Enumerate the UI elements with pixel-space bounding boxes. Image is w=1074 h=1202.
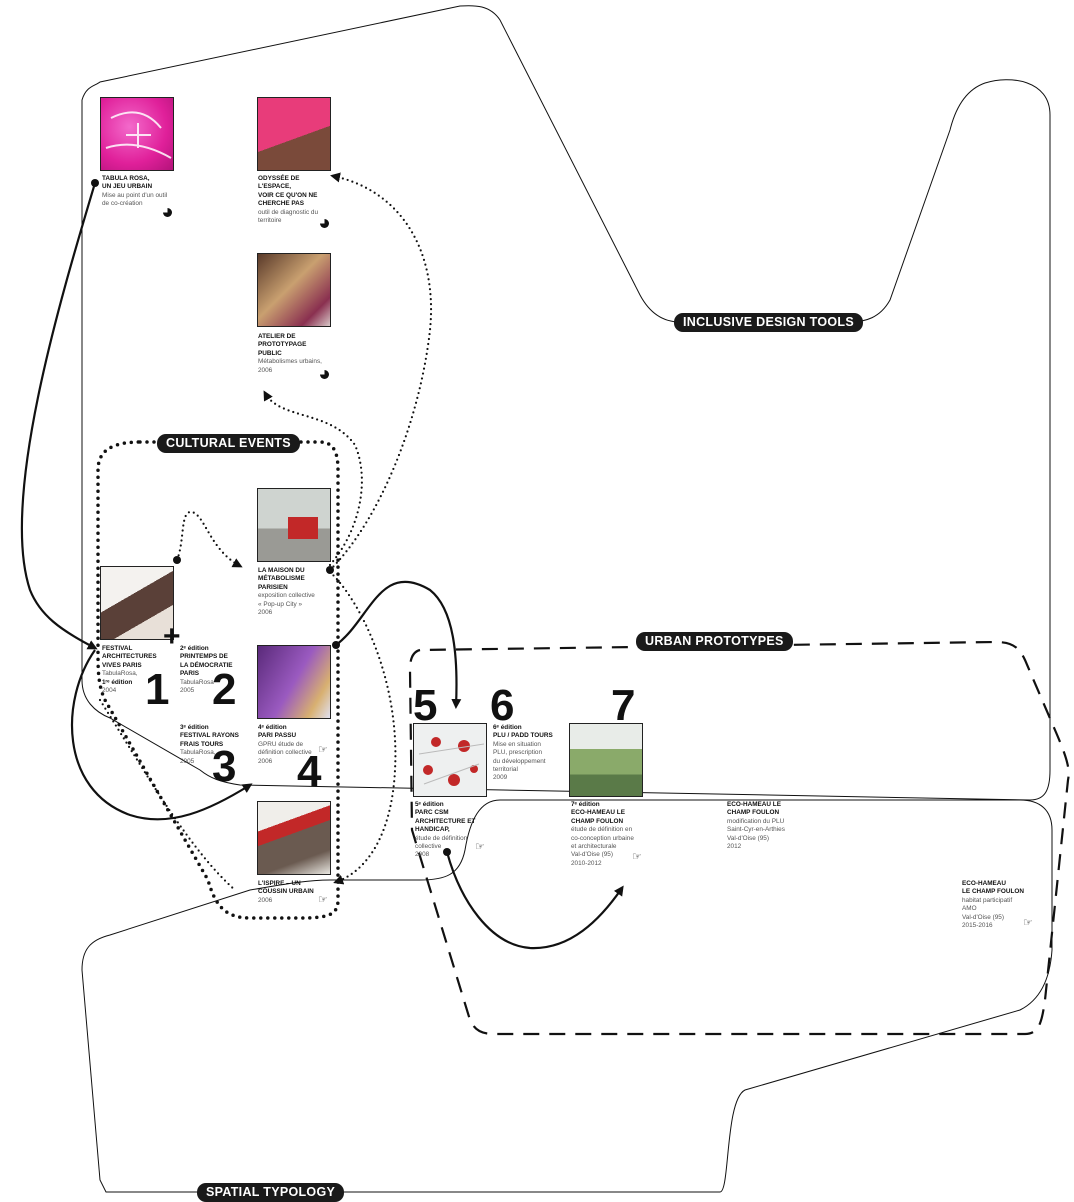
- thumb-lispire: [257, 801, 331, 875]
- pie-icon: [163, 208, 172, 217]
- hand-icon: ☞: [318, 894, 328, 906]
- number-2: 2: [212, 665, 237, 714]
- sub1-festival: TabulaRosa,: [102, 670, 138, 678]
- edition-paripassu: 4ᵉ édition: [258, 724, 287, 731]
- sub-ecohameau7: étude de définition en co-conception urb…: [571, 826, 634, 867]
- edition-festival: 1ʳᵉ édition: [102, 678, 133, 686]
- number-6: 6: [490, 681, 515, 730]
- sub-lispire: 2006: [258, 896, 273, 904]
- caption-maison: LA MAISON DU MÉTABOLISME PARISIEN exposi…: [258, 567, 350, 617]
- label-inclusive-design-tools: INCLUSIVE DESIGN TOOLS: [674, 313, 863, 332]
- sub-paripassu: GPRU étude de définition collective 2006: [258, 740, 312, 765]
- hand-icon: ☞: [1023, 917, 1033, 929]
- arrow-parccsm-eco: [445, 851, 624, 950]
- edition-rayons: 3ᵉ édition: [180, 724, 209, 731]
- hand-icon: ☞: [318, 744, 328, 756]
- thumb-festival: [100, 566, 174, 640]
- sub-odyssee: outil de diagnostic du territoire: [258, 208, 319, 225]
- plus-icon: +: [163, 620, 181, 653]
- edition-plu: 6ᵉ édition: [493, 724, 522, 731]
- caption-ecohameau7: 7ᵉ édition ECO-HAMEAU LE CHAMP FOULON ét…: [571, 801, 663, 868]
- label-cultural-events: CULTURAL EVENTS: [157, 434, 300, 453]
- caption-ecohameau-amo: ECO-HAMEAU LE CHAMP FOULON habitat parti…: [962, 880, 1054, 930]
- arrow-festival-maison: [175, 510, 243, 568]
- arrow-paripassu-plu: [335, 580, 462, 709]
- pie-icon: [320, 370, 329, 379]
- hand-icon: ☞: [632, 851, 642, 863]
- thumb-paripassu: [257, 645, 331, 719]
- number-5: 5: [413, 681, 438, 730]
- title-lispire: L'ISPIRE – UN COUSSIN URBAIN: [258, 880, 314, 896]
- title-atelier: ATELIER DE PROTOTYPAGE PUBLIC: [258, 333, 307, 357]
- sub-ecohameau-plu: modification du PLU Saint-Cyr-en-Arthies…: [727, 817, 785, 851]
- edition-printemps: 2ᵉ édition: [180, 645, 209, 652]
- arrow-festival-4: [70, 649, 253, 821]
- sub-parccsm: étude de définition collective 2008: [415, 834, 468, 859]
- title-odyssee: ODYSSÉE DE L'ESPACE, VOIR CE QU'ON NE CH…: [258, 175, 318, 208]
- caption-paripassu: 4ᵉ édition PARI PASSU GPRU étude de défi…: [258, 724, 350, 766]
- label-spatial-typology: SPATIAL TYPOLOGY: [197, 1183, 345, 1202]
- sub-atelier: Métabolismes urbains, 2006: [258, 358, 322, 374]
- sub-rayons: TabulaRosa, 2005: [180, 749, 216, 765]
- title-maison: LA MAISON DU MÉTABOLISME PARISIEN: [258, 567, 305, 591]
- spatial-outline: [81, 799, 1053, 1193]
- label-urban-prototypes: URBAN PROTOTYPES: [636, 632, 793, 651]
- sub-plu: Mise en situation PLU, prescription du d…: [493, 740, 546, 782]
- caption-festival: FESTIVAL ARCHITECTURES VIVES PARIS Tabul…: [102, 645, 194, 695]
- title-festival: FESTIVAL ARCHITECTURES VIVES PARIS: [102, 645, 157, 669]
- caption-plu: 6ᵉ édition PLU / PADD TOURS Mise en situ…: [493, 724, 585, 783]
- sub2-festival: 2004: [102, 687, 117, 695]
- cultural-outline: [96, 440, 340, 920]
- thumb-tabula-rosa: [100, 97, 174, 171]
- arrow-tabula-festival: [20, 182, 98, 650]
- title-plu: PLU / PADD TOURS: [493, 732, 553, 740]
- inclusive-outline: [81, 5, 1051, 801]
- title-ecohameau-amo: ECO-HAMEAU LE CHAMP FOULON: [962, 880, 1025, 896]
- sub-tabula-rosa: Mise au point d'un outil de co-création: [102, 191, 168, 208]
- caption-rayons: 3ᵉ édition FESTIVAL RAYONS FRAIS TOURS T…: [180, 724, 272, 766]
- arrow-maison-odyssee: [328, 172, 433, 572]
- urban-outline: [408, 640, 1070, 1036]
- thumb-ecohameau: [569, 723, 643, 797]
- sub-maison: exposition collective « Pop-up City » 20…: [258, 592, 315, 617]
- title-rayons: FESTIVAL RAYONS FRAIS TOURS: [180, 732, 239, 748]
- number-4: 4: [297, 747, 322, 796]
- caption-lispire: L'ISPIRE – UN COUSSIN URBAIN 2006: [258, 880, 350, 905]
- sub-printemps: TabulaRosa 2005: [180, 678, 214, 695]
- title-printemps: PRINTEMPS DE LA DÉMOCRATIE PARIS: [180, 653, 233, 678]
- title-paripassu: PARI PASSU: [258, 732, 297, 740]
- caption-ecohameau-plu: ECO-HAMEAU LE CHAMP FOULON modification …: [727, 801, 819, 851]
- pie-icon: [320, 219, 329, 228]
- caption-odyssee: ODYSSÉE DE L'ESPACE, VOIR CE QU'ON NE CH…: [258, 175, 350, 225]
- number-1: 1: [145, 665, 170, 714]
- edition-ecohameau7: 7ᵉ édition: [571, 801, 600, 808]
- title-tabula-rosa: TABULA ROSA, UN JEU URBAIN: [102, 175, 153, 191]
- arrow-maison-lispire: [328, 570, 397, 885]
- arrow-festival-lispire: [98, 698, 237, 892]
- thumb-odyssee: [257, 97, 331, 171]
- title-parccsm: PARC CSM ARCHITECTURE ET HANDICAP,: [415, 809, 476, 834]
- number-7: 7: [611, 681, 636, 730]
- thumb-maison: [257, 488, 331, 562]
- number-3: 3: [212, 742, 237, 791]
- thumb-parccsm: [413, 723, 487, 797]
- caption-atelier: ATELIER DE PROTOTYPAGE PUBLIC Métabolism…: [258, 333, 350, 375]
- hand-icon: ☞: [475, 841, 485, 853]
- thumb-atelier: [257, 253, 331, 327]
- title-ecohameau7: ECO-HAMEAU LE CHAMP FOULON: [571, 809, 625, 825]
- caption-printemps: 2ᵉ édition PRINTEMPS DE LA DÉMOCRATIE PA…: [180, 645, 272, 695]
- sub-ecohameau-amo: habitat participatif AMO Val-d'Oise (95)…: [962, 896, 1013, 930]
- caption-parccsm: 5ᵉ édition PARC CSM ARCHITECTURE ET HAND…: [415, 801, 507, 860]
- edition-parccsm: 5ᵉ édition: [415, 801, 444, 808]
- title-ecohameau-plu: ECO-HAMEAU LE CHAMP FOULON: [727, 801, 781, 817]
- caption-tabula-rosa: TABULA ROSA, UN JEU URBAIN Mise au point…: [102, 175, 194, 209]
